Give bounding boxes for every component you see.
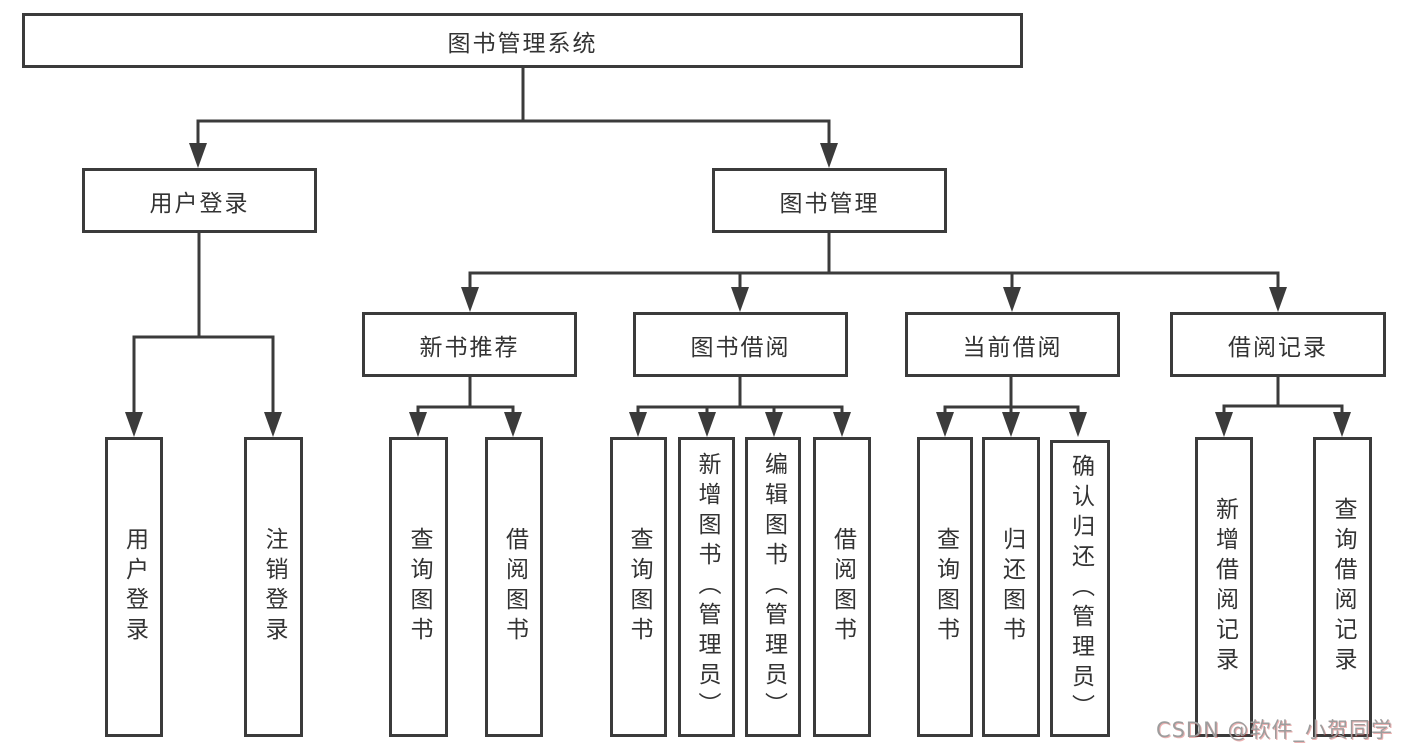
node-book-management-label: 图书管理 bbox=[779, 190, 880, 217]
node-user-login: 用户登录 bbox=[82, 168, 317, 233]
leaf-add-books-admin: 新增图书（管理员） bbox=[678, 437, 735, 737]
leaf-edit-books-admin: 编辑图书（管理员） bbox=[745, 437, 801, 737]
leaf-query-borrow-record: 查询借阅记录 bbox=[1313, 437, 1372, 737]
leaf-edit-books-admin-label: 编辑图书（管理员） bbox=[760, 452, 787, 722]
leaf-user-login: 用户登录 bbox=[105, 437, 163, 737]
leaf-add-borrow-record: 新增借阅记录 bbox=[1195, 437, 1253, 737]
leaf-user-login-label: 用户登录 bbox=[121, 527, 148, 647]
leaf-borrow-books-2: 借阅图书 bbox=[813, 437, 871, 737]
node-new-book-recommend-label: 新书推荐 bbox=[419, 334, 520, 361]
leaf-return-books: 归还图书 bbox=[982, 437, 1040, 737]
leaf-query-books-3-label: 查询图书 bbox=[932, 527, 959, 647]
leaf-logout-label: 注销登录 bbox=[261, 527, 287, 647]
node-book-borrow: 图书借阅 bbox=[633, 312, 848, 377]
leaf-borrow-books-1-label: 借阅图书 bbox=[501, 527, 528, 647]
leaf-confirm-return-admin-label: 确认归还（管理员） bbox=[1067, 453, 1094, 724]
node-borrow-records-label: 借阅记录 bbox=[1228, 334, 1328, 361]
leaf-query-books-3: 查询图书 bbox=[917, 437, 973, 737]
node-user-login-label: 用户登录 bbox=[149, 190, 250, 217]
node-current-borrow: 当前借阅 bbox=[905, 312, 1120, 377]
leaf-borrow-books-2-label: 借阅图书 bbox=[829, 527, 856, 647]
node-borrow-records: 借阅记录 bbox=[1170, 312, 1386, 377]
arrowheads bbox=[125, 143, 1351, 437]
leaf-logout: 注销登录 bbox=[244, 437, 303, 737]
node-book-borrow-label: 图书借阅 bbox=[690, 334, 791, 361]
leaf-query-books-2-label: 查询图书 bbox=[626, 527, 652, 647]
leaf-query-books-1-label: 查询图书 bbox=[406, 527, 432, 647]
leaf-query-borrow-record-label: 查询借阅记录 bbox=[1330, 497, 1356, 677]
leaf-borrow-books-1: 借阅图书 bbox=[485, 437, 543, 737]
leaf-add-borrow-record-label: 新增借阅记录 bbox=[1211, 497, 1238, 677]
node-library-system: 图书管理系统 bbox=[22, 13, 1023, 68]
node-current-borrow-label: 当前借阅 bbox=[962, 334, 1063, 361]
leaf-return-books-label: 归还图书 bbox=[998, 527, 1025, 647]
leaf-query-books-1: 查询图书 bbox=[389, 437, 448, 737]
node-library-system-label: 图书管理系统 bbox=[447, 30, 598, 57]
leaf-confirm-return-admin: 确认归还（管理员） bbox=[1050, 440, 1110, 737]
node-book-management: 图书管理 bbox=[712, 168, 947, 233]
node-new-book-recommend: 新书推荐 bbox=[362, 312, 577, 377]
leaf-query-books-2: 查询图书 bbox=[610, 437, 667, 737]
leaf-add-books-admin-label: 新增图书（管理员） bbox=[694, 452, 720, 722]
